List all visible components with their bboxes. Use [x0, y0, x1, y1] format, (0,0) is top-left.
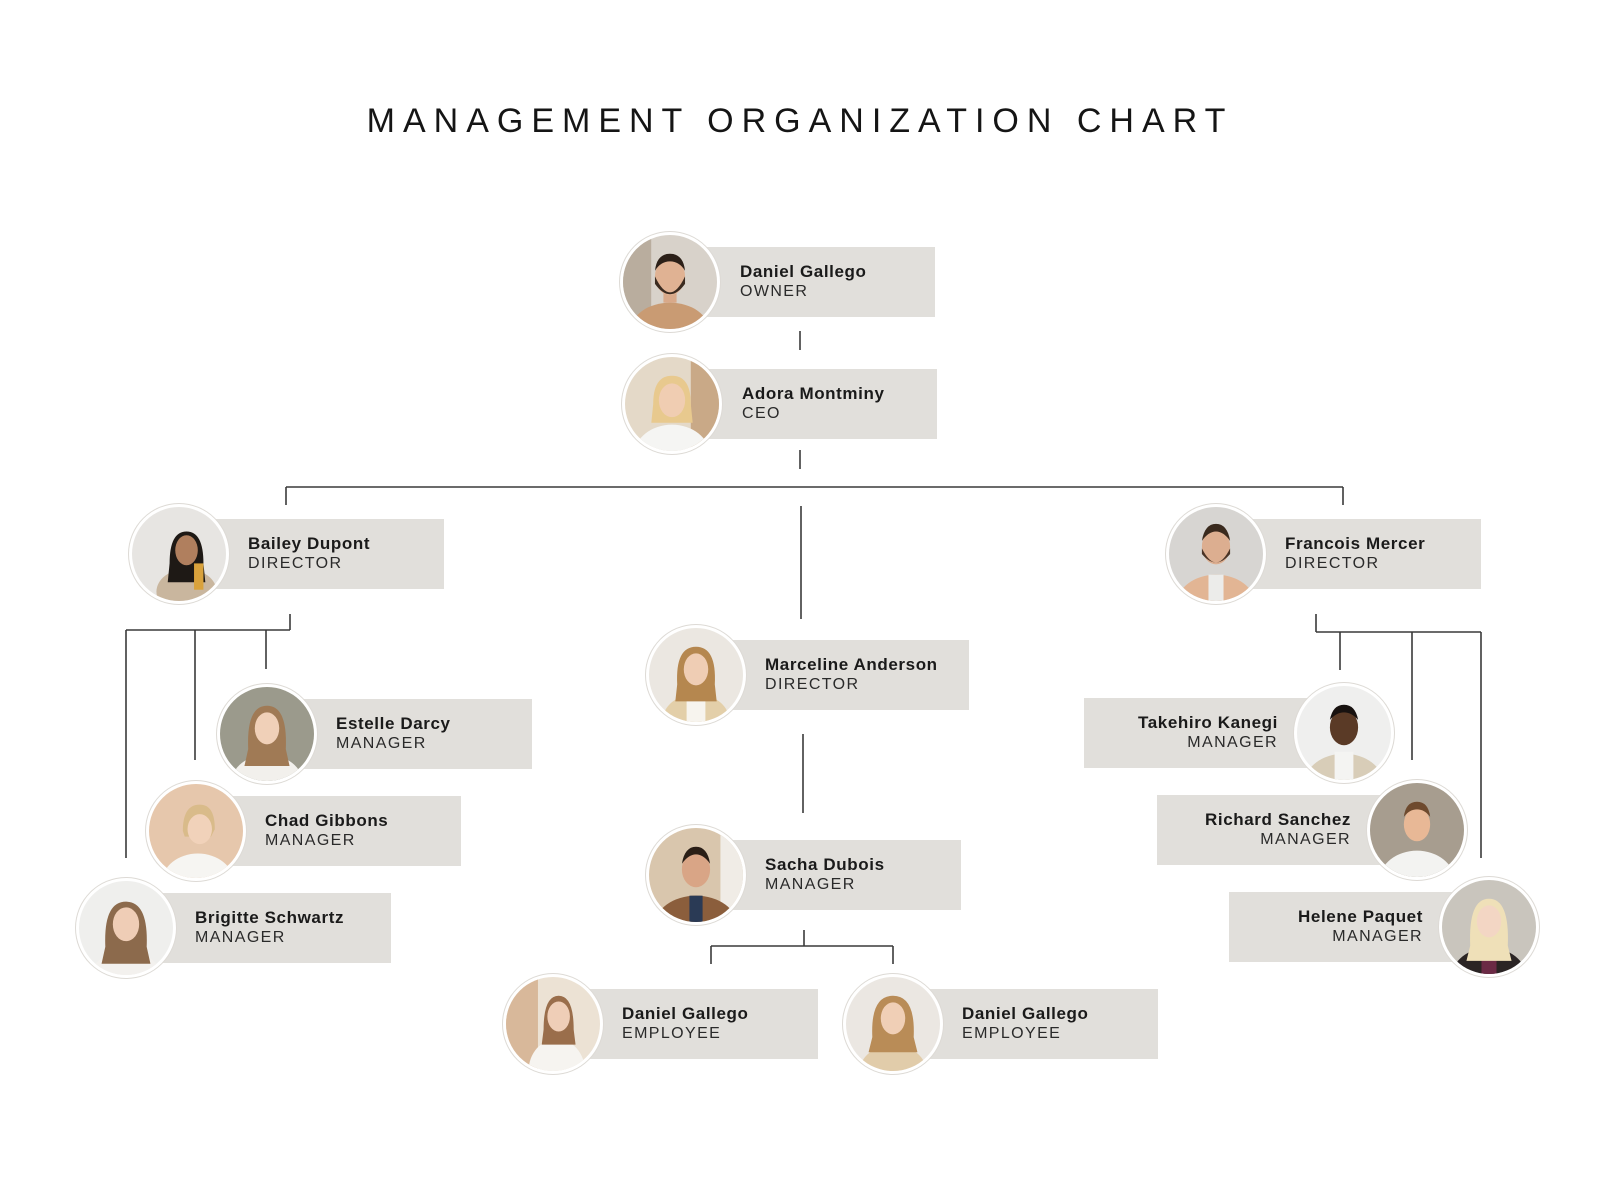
- woman-curly-hair-photo: [646, 625, 746, 725]
- brigitte-role: MANAGER: [195, 929, 286, 946]
- bailey-role: DIRECTOR: [248, 555, 343, 572]
- chad-role: MANAGER: [265, 832, 356, 849]
- takehiro-name: Takehiro Kanegi: [1138, 713, 1278, 732]
- card-sacha-dubois: Sacha Dubois MANAGER: [646, 825, 961, 925]
- francois-role: DIRECTOR: [1285, 555, 1380, 572]
- woman-wavy-hair-photo: [843, 974, 943, 1074]
- ceo-name: Adora Montminy: [742, 384, 885, 403]
- man-plaid-shirt-photo: [1294, 683, 1394, 783]
- card-sacha-box: [731, 840, 961, 910]
- helene-name: Helene Paquet: [1298, 907, 1423, 926]
- ceo-role: CEO: [742, 405, 781, 422]
- brigitte-name: Brigitte Schwartz: [195, 908, 345, 927]
- francois-name: Francois Mercer: [1285, 534, 1426, 553]
- card-owner-box: [705, 247, 935, 317]
- card-helene-paquet: Helene Paquet MANAGER: [1229, 877, 1539, 977]
- employee-1-name: Daniel Gallego: [622, 1004, 749, 1023]
- card-ceo: Adora Montminy CEO: [622, 354, 937, 454]
- card-owner: Daniel Gallego OWNER: [620, 232, 935, 332]
- card-marceline-box: [731, 640, 969, 710]
- richard-role: MANAGER: [1260, 831, 1351, 848]
- marceline-name: Marceline Anderson: [765, 655, 938, 674]
- card-helene-box: [1229, 892, 1459, 962]
- woman-blonde-white-shirt-photo: [622, 354, 722, 454]
- card-richard-sanchez: Richard Sanchez MANAGER: [1157, 780, 1467, 880]
- card-brigitte-box: [161, 893, 391, 963]
- sacha-name: Sacha Dubois: [765, 855, 885, 874]
- chad-name: Chad Gibbons: [265, 811, 389, 830]
- estelle-name: Estelle Darcy: [336, 714, 451, 733]
- takehiro-role: MANAGER: [1187, 734, 1278, 751]
- man-smiling-brown-jacket-photo: [646, 825, 746, 925]
- woman-platinum-blonde-photo: [1439, 877, 1539, 977]
- estelle-role: MANAGER: [336, 735, 427, 752]
- card-bailey-dupont: Bailey Dupont DIRECTOR: [129, 504, 444, 604]
- man-white-shirt-photo: [1367, 780, 1467, 880]
- richard-name: Richard Sanchez: [1205, 810, 1351, 829]
- card-estelle-box: [302, 699, 532, 769]
- bailey-name: Bailey Dupont: [248, 534, 371, 553]
- card-brigitte-schwartz: Brigitte Schwartz MANAGER: [76, 878, 391, 978]
- sacha-role: MANAGER: [765, 876, 856, 893]
- woman-smiling-long-hair-photo: [76, 878, 176, 978]
- marceline-role: DIRECTOR: [765, 676, 860, 693]
- woman-dark-hair-seated-photo: [129, 504, 229, 604]
- card-marceline-anderson: Marceline Anderson DIRECTOR: [646, 625, 969, 725]
- card-employee-2-box: [928, 989, 1158, 1059]
- employee-2-name: Daniel Gallego: [962, 1004, 1089, 1023]
- woman-white-blouse-photo: [503, 974, 603, 1074]
- card-employee-2: Daniel Gallego EMPLOYEE: [843, 974, 1158, 1074]
- card-estelle-darcy: Estelle Darcy MANAGER: [217, 684, 532, 784]
- card-chad-gibbons: Chad Gibbons MANAGER: [146, 781, 461, 881]
- owner-name: Daniel Gallego: [740, 262, 867, 281]
- card-employee-1: Daniel Gallego EMPLOYEE: [503, 974, 818, 1074]
- card-employee-1-box: [588, 989, 818, 1059]
- man-beard-tan-jacket-photo: [620, 232, 720, 332]
- chart-title: MANAGEMENT ORGANIZATION CHART: [366, 102, 1234, 140]
- card-chad-box: [231, 796, 461, 866]
- card-bailey-box: [214, 519, 444, 589]
- employee-2-role: EMPLOYEE: [962, 1025, 1062, 1042]
- owner-role: OWNER: [740, 283, 809, 300]
- woman-long-hair-white-top-photo: [217, 684, 317, 784]
- helene-role: MANAGER: [1332, 928, 1423, 945]
- employee-1-role: EMPLOYEE: [622, 1025, 722, 1042]
- card-francois-box: [1251, 519, 1481, 589]
- card-richard-box: [1157, 795, 1387, 865]
- woman-blonde-bun-photo: [146, 781, 246, 881]
- card-takehiro-kanegi: Takehiro Kanegi MANAGER: [1084, 683, 1394, 783]
- card-francois-mercer: Francois Mercer DIRECTOR: [1166, 504, 1481, 604]
- card-ceo-box: [707, 369, 937, 439]
- man-beard-peach-jacket-photo: [1166, 504, 1266, 604]
- card-takehiro-box: [1084, 698, 1314, 768]
